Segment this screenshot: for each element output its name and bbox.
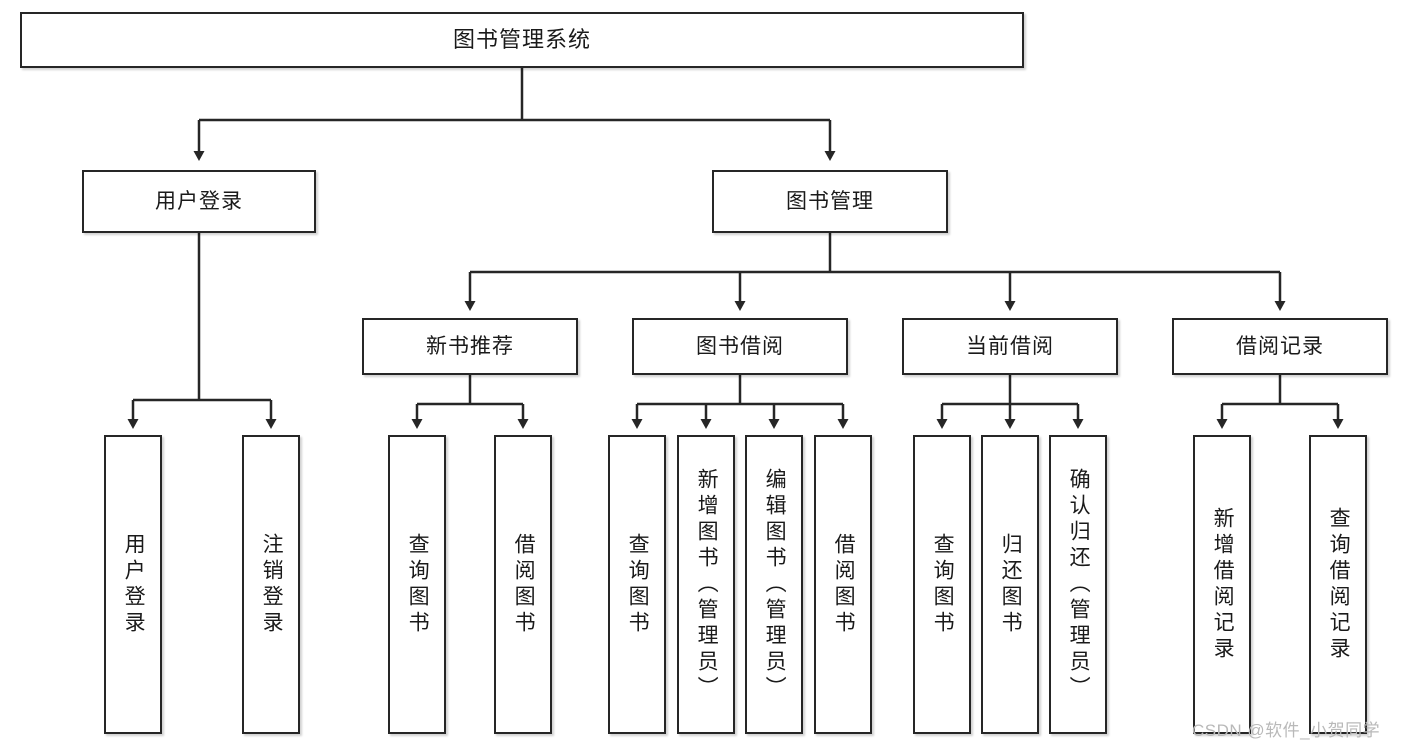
node-current-borrowing[interactable]: 当前借阅 [902,318,1118,375]
leaf-new-book-query-books[interactable]: 查询图书 [388,435,446,734]
node-label: 用户登录 [122,532,146,637]
node-new-book-recommendation[interactable]: 新书推荐 [362,318,578,375]
node-label: 借阅图书 [832,532,856,637]
node-label: 查询图书 [406,532,430,637]
node-label: 新增图书（管理员） [695,467,719,702]
node-label: 借阅图书 [512,532,536,637]
node-label: 图书管理系统 [452,26,591,52]
node-label: 查询图书 [626,532,650,637]
node-label: 用户登录 [155,189,243,213]
leaf-borrow-records-add-record[interactable]: 新增借阅记录 [1193,435,1251,734]
node-book-borrowing[interactable]: 图书借阅 [632,318,848,375]
leaf-current-borrow-query-books[interactable]: 查询图书 [913,435,971,734]
node-label: 注销登录 [260,532,284,637]
leaf-book-borrow-edit-book-admin[interactable]: 编辑图书（管理员） [745,435,803,734]
leaf-user-login-login[interactable]: 用户登录 [104,435,162,734]
leaf-current-borrow-confirm-return-admin[interactable]: 确认归还（管理员） [1049,435,1107,734]
leaf-user-login-logout[interactable]: 注销登录 [242,435,300,734]
node-label: 查询图书 [931,532,955,637]
node-book-management[interactable]: 图书管理 [712,170,948,233]
csdn-watermark: CSDN @软件_小贺同学 [1192,721,1381,740]
leaf-book-borrow-query-books[interactable]: 查询图书 [608,435,666,734]
node-label: 新增借阅记录 [1211,506,1235,663]
leaf-borrow-records-query-record[interactable]: 查询借阅记录 [1309,435,1367,734]
node-label: 编辑图书（管理员） [763,467,787,702]
node-label: 归还图书 [999,532,1023,637]
leaf-new-book-borrow-books[interactable]: 借阅图书 [494,435,552,734]
node-borrow-records[interactable]: 借阅记录 [1172,318,1388,375]
node-label: 借阅记录 [1236,334,1324,358]
leaf-book-borrow-add-book-admin[interactable]: 新增图书（管理员） [677,435,735,734]
node-label: 新书推荐 [426,334,514,358]
node-root-book-management-system[interactable]: 图书管理系统 [20,12,1024,68]
node-label: 确认归还（管理员） [1067,467,1091,702]
node-label: 查询借阅记录 [1327,506,1351,663]
node-user-login[interactable]: 用户登录 [82,170,316,233]
node-label: 当前借阅 [966,334,1054,358]
leaf-current-borrow-return-books[interactable]: 归还图书 [981,435,1039,734]
leaf-book-borrow-borrow-books[interactable]: 借阅图书 [814,435,872,734]
node-label: 图书借阅 [696,334,784,358]
node-label: 图书管理 [786,189,874,213]
